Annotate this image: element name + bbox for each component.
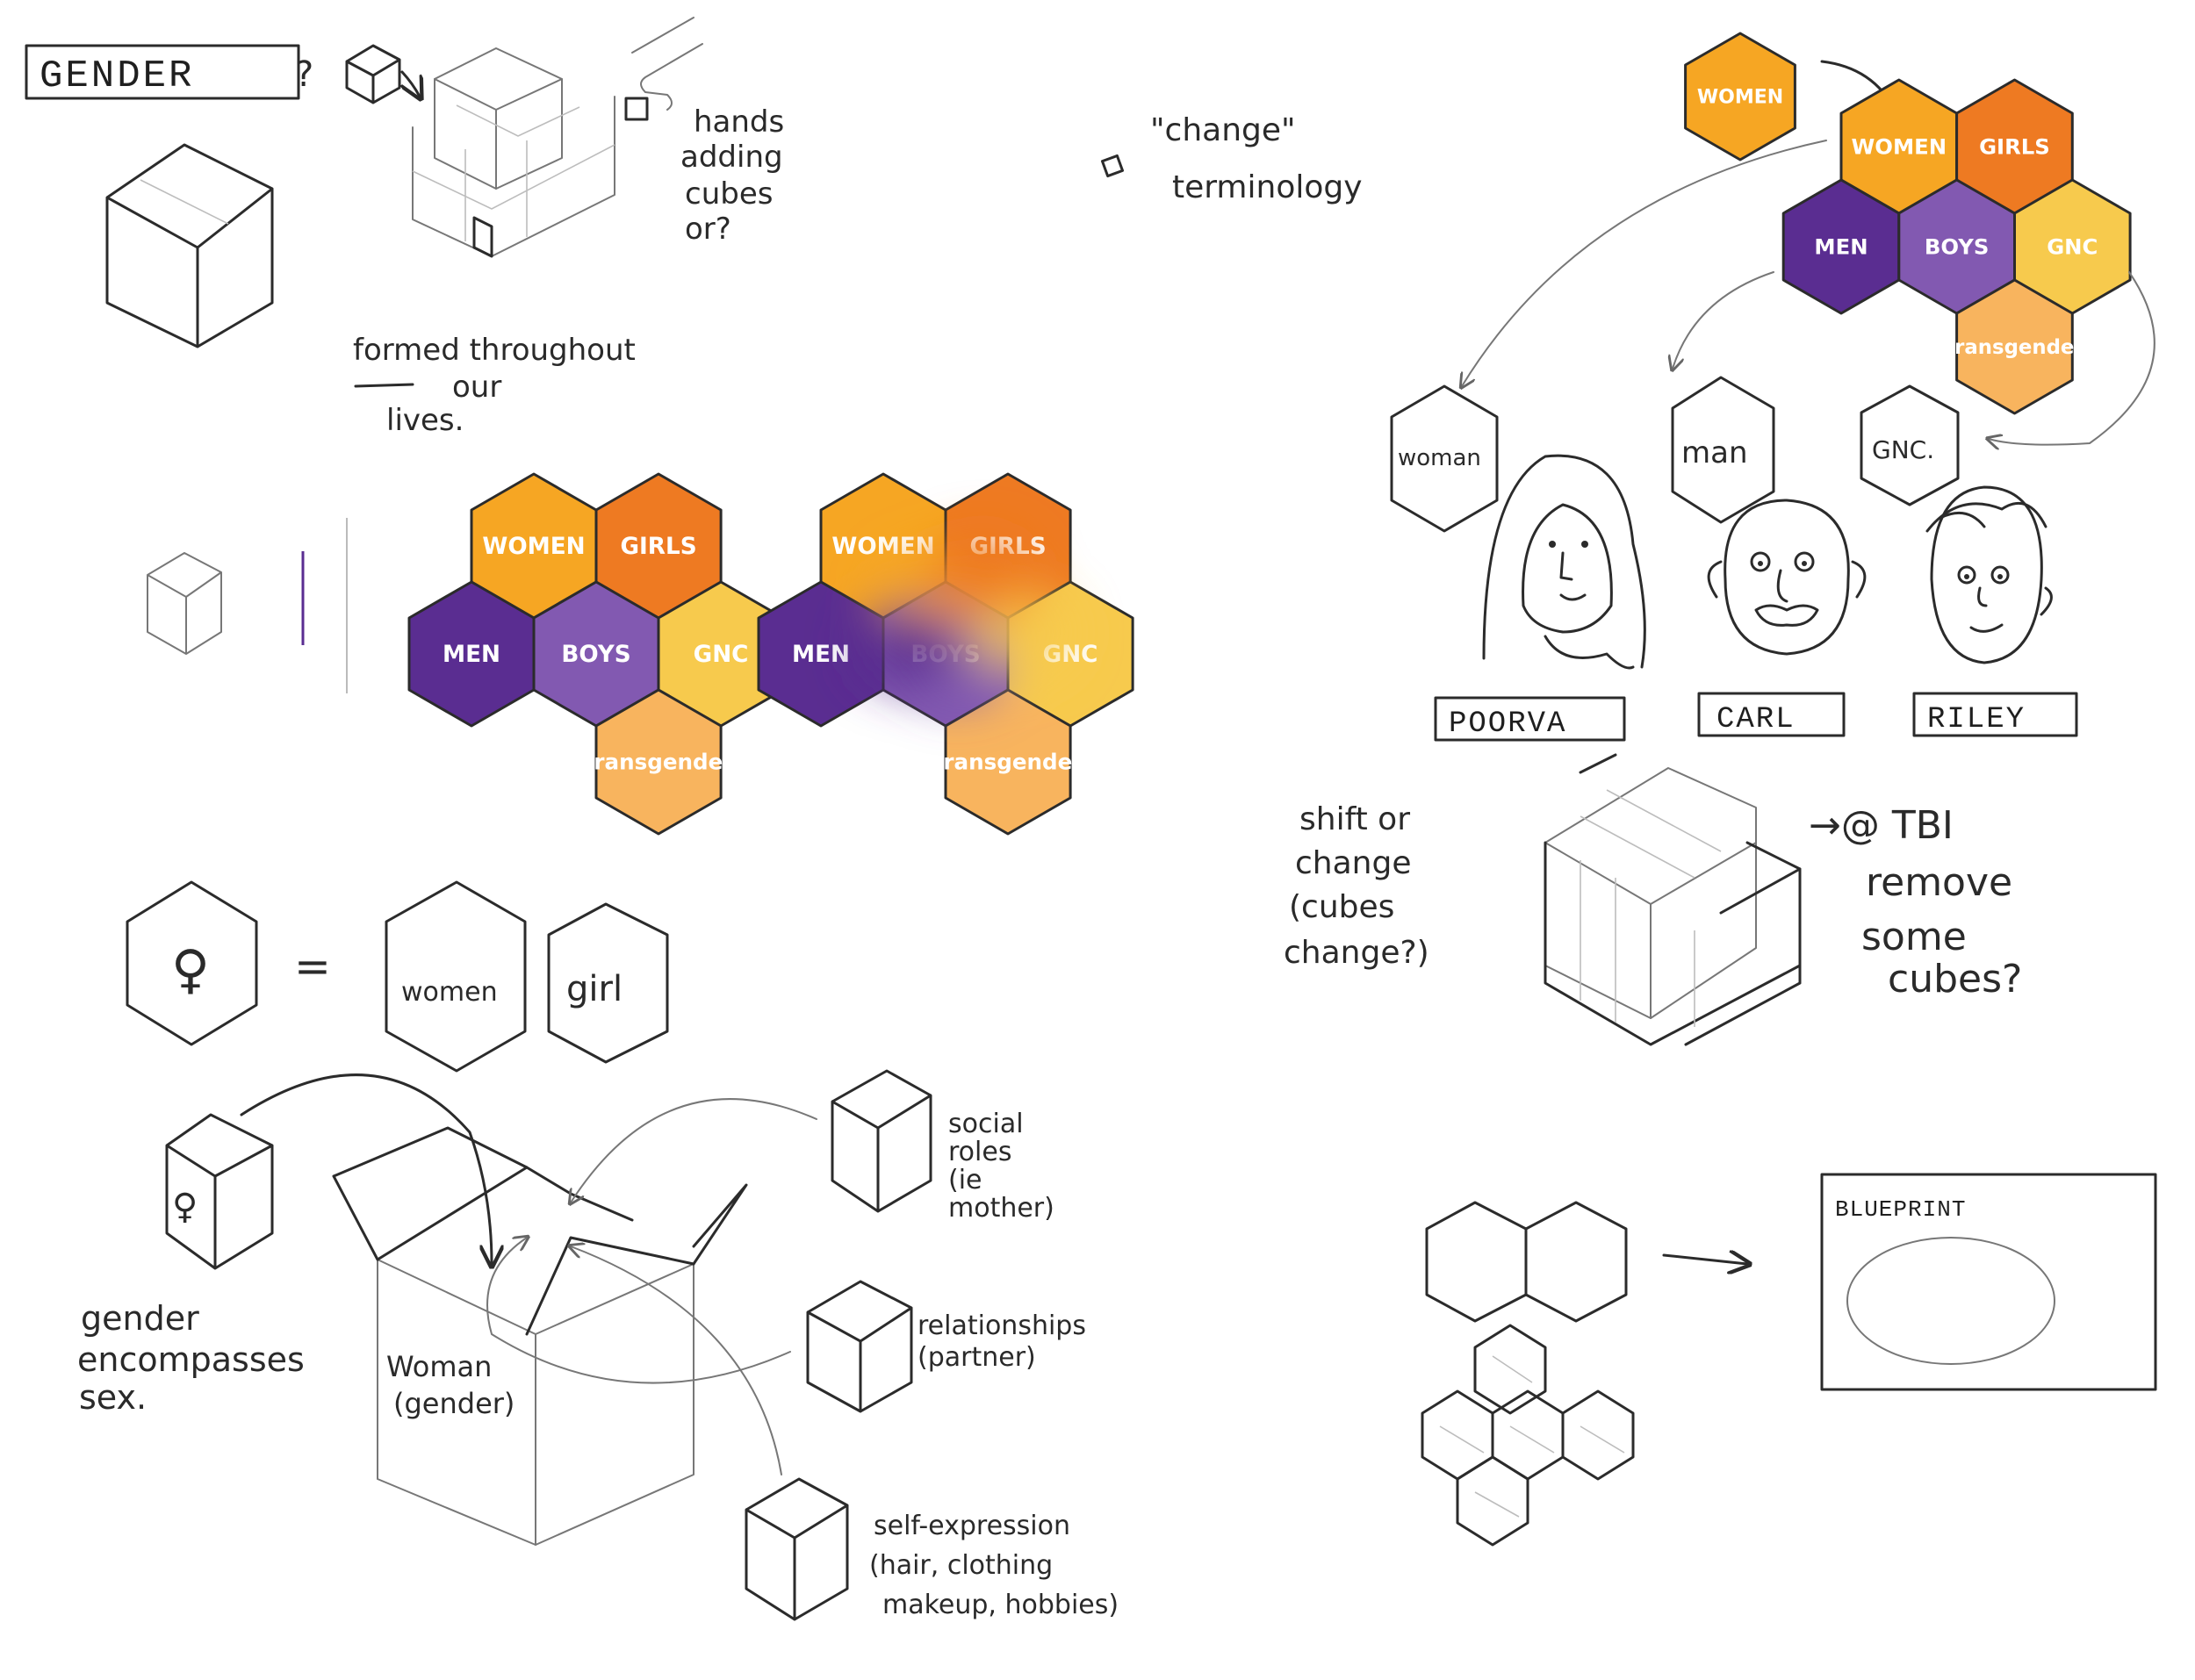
arrow-to-man <box>1673 271 1774 369</box>
social-roles-arrow <box>571 1098 817 1203</box>
cube-stack-sketch <box>412 47 615 258</box>
women-single-hex <box>1684 32 1796 162</box>
strikeout <box>354 383 414 388</box>
transgender-hex <box>944 688 1072 836</box>
box-label: Woman (gender) <box>386 1350 515 1420</box>
equals-sign: = <box>294 941 331 992</box>
relationships-arrow <box>486 1238 791 1384</box>
shift-or-change-note: shift or change (cubes change?) <box>1284 801 1429 971</box>
hex-pair-outline <box>1425 1201 1628 1323</box>
relationships-cube <box>806 1280 913 1413</box>
svg-text:POORVA: POORVA <box>1449 707 1566 741</box>
riley-portrait <box>1925 485 2053 664</box>
girl-hex <box>547 902 669 1064</box>
transgender-hex-label: transgender <box>584 750 735 775</box>
hand-sketch <box>624 17 703 121</box>
svg-text:CARL: CARL <box>1716 703 1796 736</box>
small-cube-icon <box>345 44 401 104</box>
women-hex-label: WOMEN <box>831 534 934 560</box>
identity-hex-gnc: GNC. <box>1860 384 1960 506</box>
gender-title-box: GENDER <box>25 44 300 100</box>
formed-throughout-note: formed throughout our lives. <box>353 333 645 438</box>
women-hex <box>385 880 527 1073</box>
women-hex-label: WOMEN <box>482 534 585 560</box>
blueprint-label: BLUEPRINT <box>1835 1196 1966 1223</box>
female-cube: ♀ <box>165 1113 274 1270</box>
svg-text:RILEY: RILEY <box>1927 703 2026 736</box>
svg-text:woman: woman <box>1398 445 1481 471</box>
shifting-cube-sketch <box>1544 753 1802 1046</box>
tbi-note: →@ TBI remove some cubes? <box>1809 803 2025 1002</box>
blur-overlay <box>858 535 1071 701</box>
girls-hex-label: GIRLS <box>620 534 696 560</box>
women-hex-label: women <box>401 977 498 1008</box>
svg-text:man: man <box>1681 435 1748 470</box>
hands-adding-note: hands adding cubes or? <box>680 104 794 247</box>
gender-hex-cluster-right: WOMEN GIRLS MEN BOYS GNC transgender <box>1781 78 2132 415</box>
boys-hex-label: BOYS <box>1925 234 1989 260</box>
relationships-note: relationships (partner) <box>918 1310 1095 1373</box>
women-single-hex-label: WOMEN <box>1697 87 1783 109</box>
gender-title: GENDER <box>40 54 194 98</box>
name-tag-riley: RILEY <box>1912 692 2078 737</box>
female-arrow <box>240 1073 492 1264</box>
arrow-to-woman <box>1462 140 1827 386</box>
gender-hex-cluster: WOMEN GIRLS MEN BOYS GNC transgender <box>407 472 785 836</box>
hex-honeycomb-sketch <box>1421 1324 1635 1547</box>
question-mark: ? <box>295 54 313 95</box>
transgender-hex-label: transgender <box>933 750 1084 775</box>
men-hex-label: MEN <box>792 642 850 668</box>
checkbox-icon <box>1100 154 1125 178</box>
transgender-hex <box>594 688 723 836</box>
female-hex <box>126 880 258 1046</box>
men-hex-label: MEN <box>1814 234 1868 260</box>
blueprint-frame: BLUEPRINT <box>1820 1173 2157 1391</box>
gender-encompasses-note: gender encompasses sex. <box>77 1299 315 1417</box>
identity-hex-man: man <box>1671 376 1775 524</box>
self-expression-arrow <box>571 1246 782 1475</box>
transgender-hex-label: transgender <box>1945 336 2084 359</box>
social-roles-note: social roles (ie mother) <box>948 1109 1054 1224</box>
equation-row: ♀ = women girl <box>126 880 669 1073</box>
change-terminology-note: "change" terminology <box>1150 112 1363 205</box>
poorva-portrait <box>1482 454 1646 670</box>
female-symbol-icon: ♀ <box>171 939 210 1001</box>
identity-hex-woman: woman <box>1390 384 1499 533</box>
girl-hex-label: girl <box>566 969 623 1009</box>
women-hex-single: WOMEN <box>1684 32 1796 162</box>
blueprint-arrow <box>1662 1255 1747 1264</box>
self-expression-cube <box>745 1477 849 1621</box>
gnc-hex-label: GNC <box>694 642 749 668</box>
girls-hex-label: GIRLS <box>1979 134 2050 160</box>
svg-text:♀: ♀ <box>172 1187 198 1227</box>
men-hex-label: MEN <box>443 642 500 668</box>
gnc-hex-label: GNC <box>2047 234 2098 260</box>
social-roles-cube <box>831 1069 932 1213</box>
cube-arrow <box>402 70 420 97</box>
boys-hex-label: BOYS <box>561 642 630 668</box>
open-box <box>332 1126 748 1546</box>
transgender-hex <box>1955 278 2074 415</box>
arrow-to-gnc <box>1989 271 2155 445</box>
carl-portrait <box>1707 499 1867 656</box>
small-cube-left <box>147 552 222 655</box>
self-expression-note: self-expression (hair, clothing makeup, … <box>869 1511 1119 1620</box>
name-tag-carl: CARL <box>1697 692 1846 737</box>
svg-text:GNC.: GNC. <box>1872 435 1934 464</box>
women-hex-label: WOMEN <box>1851 134 1947 160</box>
name-tag-poorva: POORVA <box>1434 696 1626 742</box>
large-cube <box>105 143 274 348</box>
